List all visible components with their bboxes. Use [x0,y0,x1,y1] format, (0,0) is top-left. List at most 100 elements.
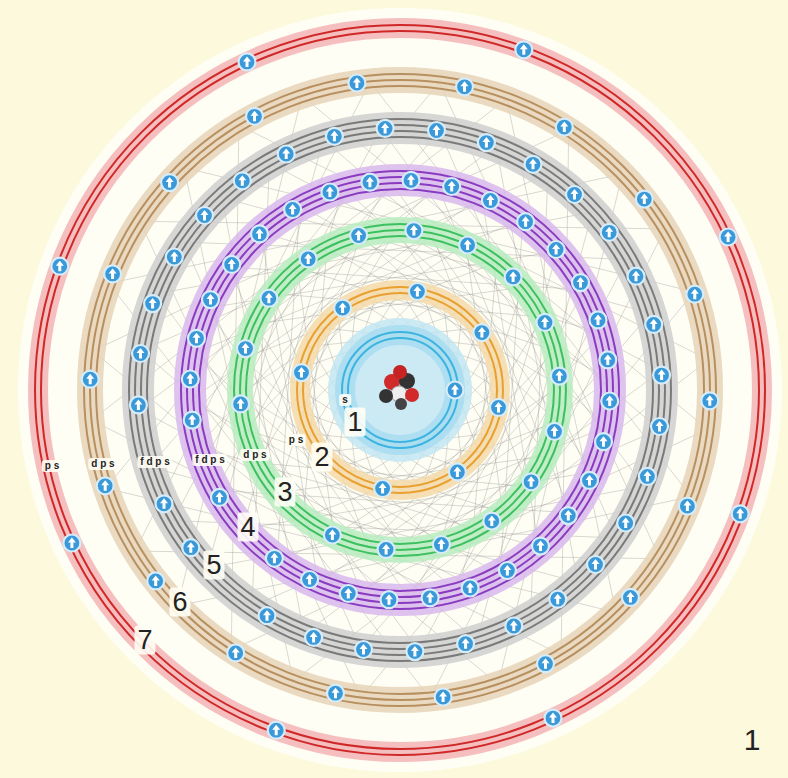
subshell-ring [84,74,716,706]
spin-arrow [594,314,602,325]
electron [246,108,263,125]
spin-arrow [437,539,445,550]
electron-body [482,192,499,209]
electron-body [239,53,256,70]
electron-body [473,324,490,341]
electron [293,364,310,381]
electron-body [278,146,295,163]
electron-body [679,498,696,515]
electron [251,225,268,242]
electron-body [599,351,616,368]
spin-arrow [691,289,699,300]
electron-body [104,265,121,282]
subshell-ring [342,332,458,448]
spin-arrow [600,436,608,447]
subshell-label: f d p s [137,456,172,468]
spin-arrow [683,501,691,512]
shell-band [190,180,610,600]
electron-body [51,258,68,275]
electron-body [581,472,598,489]
electron [443,178,460,195]
shell-number: 3 [274,478,295,507]
electron [590,311,607,328]
electron [701,392,718,409]
electron [196,207,213,224]
spin-arrow [551,426,559,437]
subshell-ring [41,31,759,749]
electron [428,122,445,139]
orbit-web-line [139,129,662,652]
electron-body [590,311,607,328]
electron-body [266,550,283,567]
subshell-label: d p s [88,458,117,470]
spin-arrow [355,230,363,241]
electron-body [166,249,183,266]
electron-body [406,643,423,660]
electron [435,689,452,706]
subshell-ring [147,137,653,643]
electron [324,527,341,544]
electron [259,607,276,624]
electron-body [478,134,495,151]
electron-body [595,433,612,450]
subshell-ring [297,287,503,493]
electron-body [284,201,301,218]
electron-body [409,283,426,300]
subshell-ring [303,293,497,487]
spin-arrow [243,56,251,67]
electron [595,433,612,450]
spin-arrow [137,348,145,359]
spin-arrow [310,632,318,643]
subshell-ring [199,189,601,591]
spin-arrow [736,508,744,519]
spin-arrow [486,195,494,206]
spin-arrow [332,688,340,699]
spin-arrow [282,149,290,160]
electron-body [147,572,164,589]
electron-body [572,274,589,291]
spin-arrow [381,123,389,134]
electron-body [523,473,540,490]
spin-arrow [542,658,550,669]
spin-arrow [453,466,461,477]
electron [601,393,618,410]
orbit-web-line [190,180,610,600]
electron-body [628,268,645,285]
electrons [51,41,748,738]
electron-body [378,541,395,558]
electron-body [549,591,566,608]
spin-arrow [216,492,224,503]
subshell-ring [35,25,765,755]
electron [433,536,450,553]
electron-body [132,345,149,362]
electron [223,256,240,273]
spin-arrow [238,175,246,186]
electron [284,201,301,218]
electron [305,629,322,646]
electron [566,186,583,203]
electron-body [403,172,420,189]
electron-body [246,108,263,125]
shell-band [90,80,710,700]
spin-arrow [207,294,215,305]
shell-band [38,28,762,752]
subshell-ring [90,80,710,700]
subshell-ring [240,230,560,550]
spin-arrow [170,252,178,263]
electron-body [622,589,639,606]
electron [234,172,251,189]
electron [227,644,244,661]
electron [374,480,391,497]
spin-arrow [413,286,421,297]
electron [268,722,285,739]
spin-arrow [328,530,336,541]
spin-arrow [527,476,535,487]
spin-arrow [622,518,630,529]
spin-arrow [656,421,664,432]
electron [166,249,183,266]
electron-body [686,286,703,303]
electron-body [456,78,473,95]
spin-arrow [187,542,195,553]
shell-number: 5 [203,551,224,580]
